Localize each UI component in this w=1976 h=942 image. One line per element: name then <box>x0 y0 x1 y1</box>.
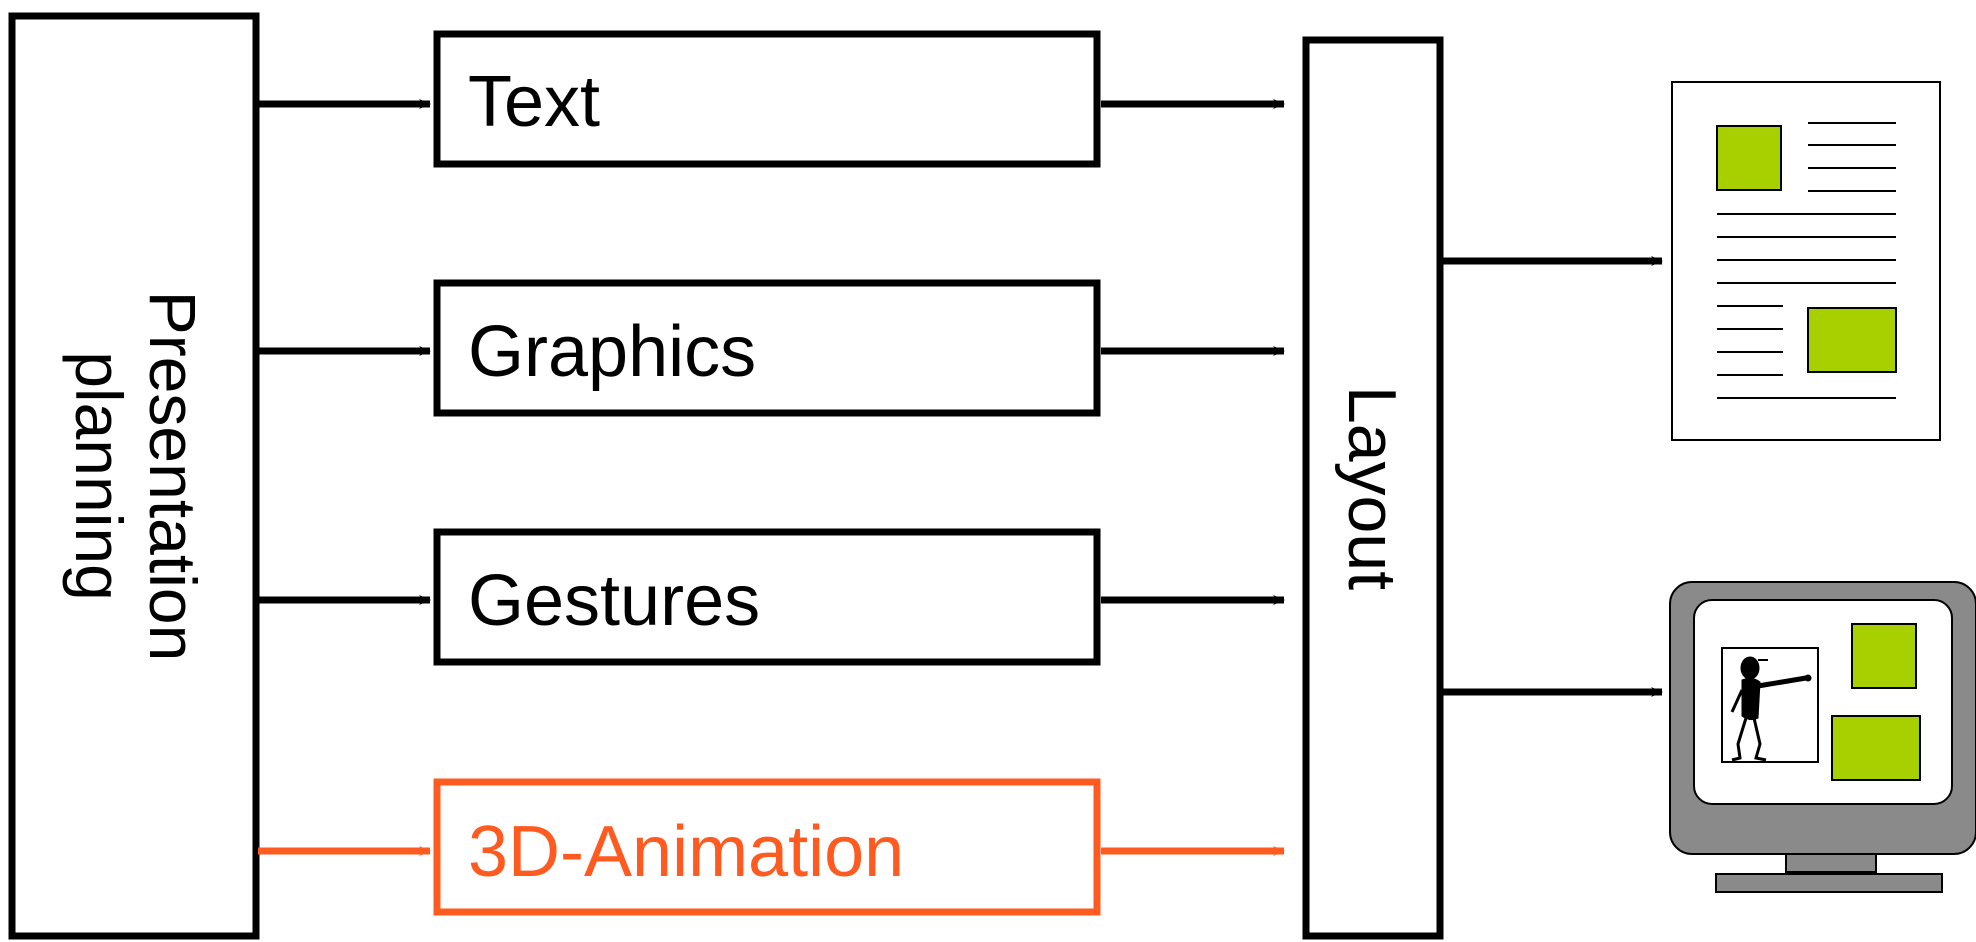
module-gestures: Gestures <box>433 528 1101 666</box>
printed-document-icon <box>1671 81 1941 441</box>
module-text-label: Text <box>468 62 600 142</box>
module-text: Text <box>433 30 1101 168</box>
planner-label-line1: Presentation <box>136 291 210 662</box>
module-3d-animation-label: 3D-Animation <box>468 812 904 892</box>
module-graphics-label: Graphics <box>468 312 756 392</box>
presentation-planning-box: Presentation planning <box>8 12 260 940</box>
module-3d-animation: 3D-Animation <box>433 778 1101 916</box>
planner-label-line2: planning <box>62 351 136 601</box>
module-gestures-label: Gestures <box>468 561 760 641</box>
module-graphics: Graphics <box>433 279 1101 417</box>
layout-box: Layout <box>1302 36 1444 940</box>
layout-label: Layout <box>1334 386 1410 590</box>
computer-monitor-icon <box>1669 581 1976 893</box>
pointing-figure-icon <box>1730 656 1812 762</box>
